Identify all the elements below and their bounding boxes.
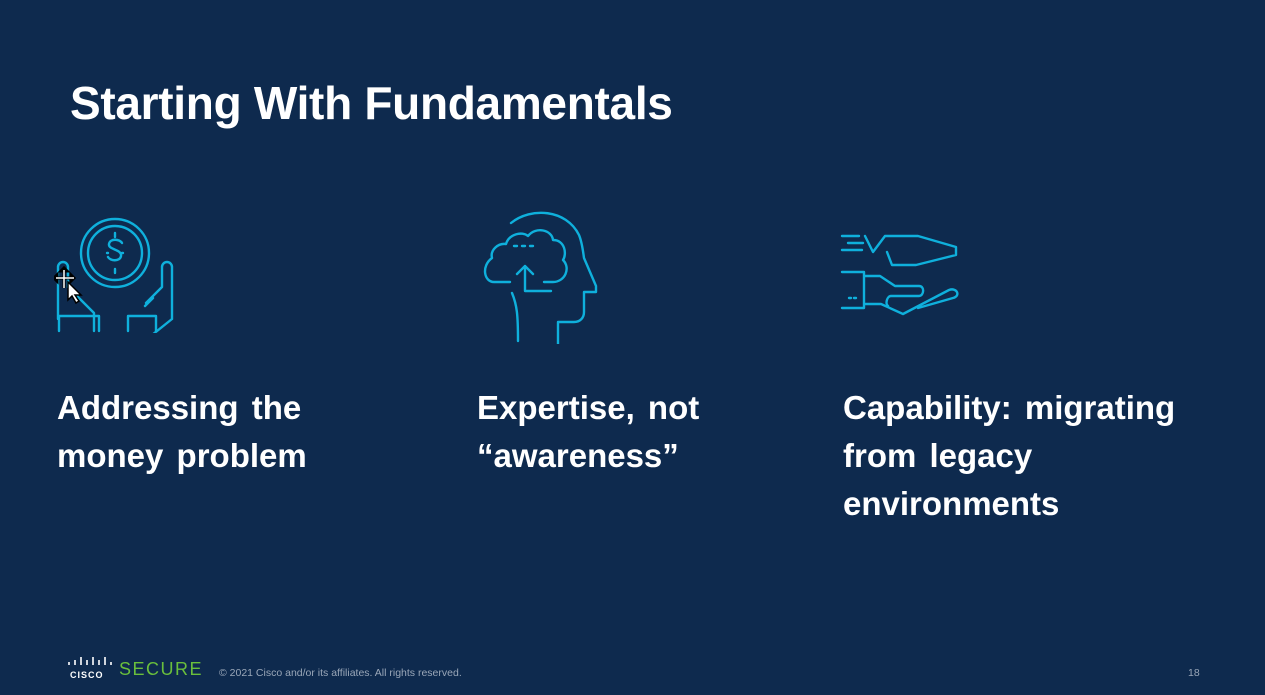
- slide-title: Starting With Fundamentals: [70, 77, 673, 129]
- caption-line: Expertise, not: [477, 389, 700, 426]
- cisco-logo: CISCO: [68, 657, 112, 680]
- copyright: © 2021 Cisco and/or its affiliates. All …: [219, 667, 462, 679]
- hand-paper-plane-icon: [840, 232, 960, 322]
- caption-line: “awareness”: [477, 437, 679, 474]
- brand-secure: SECURE: [119, 659, 204, 679]
- caption-line: Capability: migrating: [843, 389, 1176, 426]
- svg-text:CISCO: CISCO: [70, 670, 104, 679]
- caption-line: from legacy: [843, 437, 1033, 474]
- caption-expertise: Expertise, not “awareness”: [477, 384, 699, 480]
- caption-line: money problem: [57, 437, 307, 474]
- head-cloud-upload-icon: [482, 206, 602, 349]
- caption-capability: Capability: migrating from legacy enviro…: [843, 384, 1175, 528]
- caption-line: environments: [843, 485, 1060, 522]
- caption-money-problem: Addressing the money problem: [57, 384, 307, 480]
- caption-line: Addressing the: [57, 389, 302, 426]
- move-cursor-icon: [51, 265, 84, 311]
- page-number: 18: [1188, 667, 1200, 679]
